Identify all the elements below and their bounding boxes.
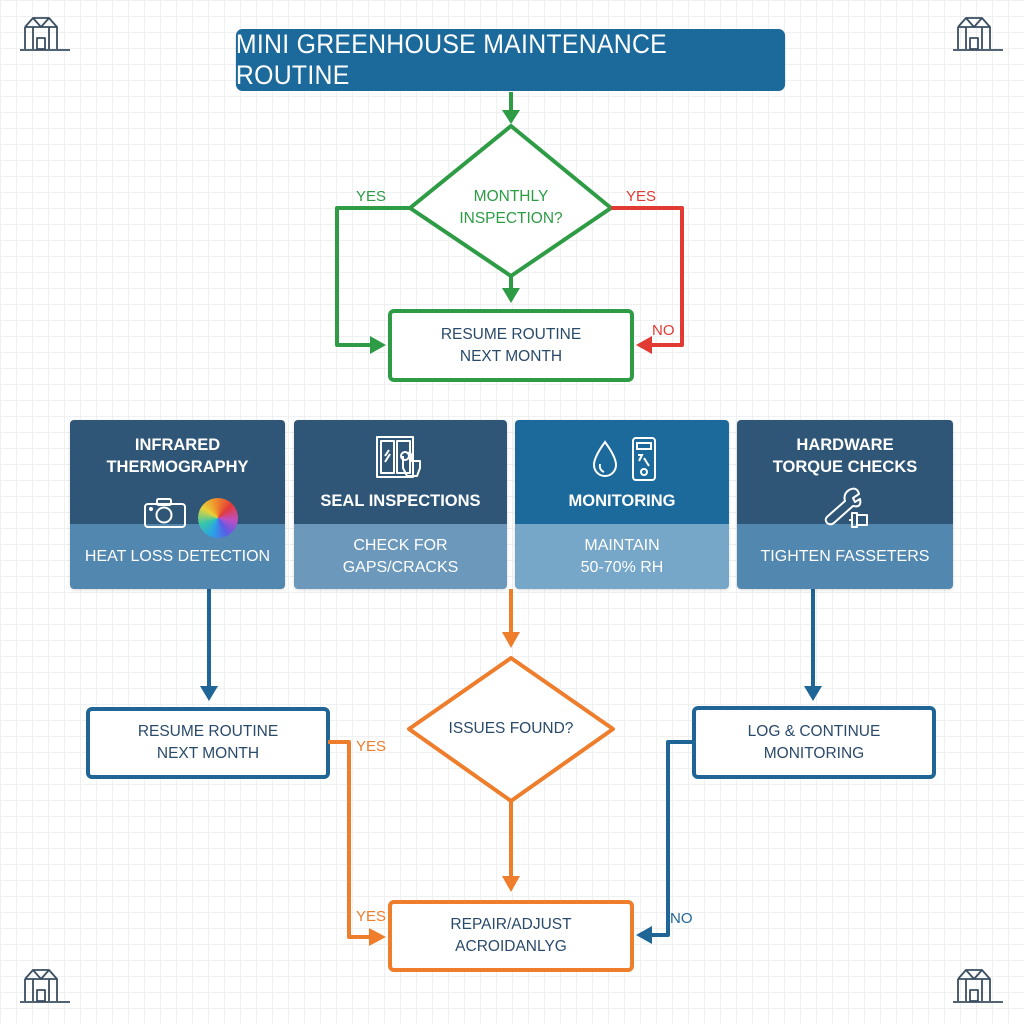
card-title: INFRARED THERMOGRAPHY: [106, 436, 249, 476]
arrowhead: [636, 336, 652, 354]
arrowhead: [370, 336, 386, 354]
page-title: MINI GREENHOUSE MAINTENANCE ROUTINE: [235, 29, 786, 91]
arrow-log-no-to-repair: [650, 740, 694, 937]
yes-label-right: YES: [626, 188, 657, 205]
card-detail: CHECK FOR GAPS/CRACKS: [294, 524, 507, 589]
card-seal-inspections[interactable]: CHECK FOR GAPS/CRACKS SEAL INSPECTIONS: [294, 420, 507, 589]
card-detail: MAINTAIN 50-70% RH: [515, 524, 729, 589]
no-label-right: NO: [652, 322, 675, 339]
greenhouse-icon: [20, 17, 70, 51]
card-infrared-thermography[interactable]: HEAT LOSS DETECTION INFRARED THERMOGRAPH…: [70, 420, 285, 589]
arrowhead: [369, 928, 386, 946]
yes-label-left: YES: [356, 188, 387, 205]
arrowhead: [200, 686, 218, 701]
yes-label-lower: YES: [356, 908, 387, 925]
greenhouse-icon: [20, 969, 70, 1003]
card-monitoring[interactable]: MAINTAIN 50-70% RH MONITORING: [515, 420, 729, 589]
window-touch-icon: [376, 436, 421, 478]
log-continue-text: LOG & CONTINUE MONITORING: [747, 722, 881, 762]
repair-adjust-text: REPAIR/ADJUST ACROIDANLYG: [450, 916, 572, 955]
monthly-inspection-label: MONTHLY INSPECTION?: [459, 188, 563, 227]
greenhouse-icon: [953, 17, 1003, 51]
card-title: SEAL INSPECTIONS: [320, 492, 481, 510]
wrench-bolt-icon: [824, 487, 868, 528]
arrowhead: [636, 926, 652, 944]
arrowhead: [804, 686, 822, 701]
card-detail: HEAT LOSS DETECTION: [70, 524, 285, 589]
greenhouse-icon: [953, 969, 1003, 1003]
resume-routine-top-text: RESUME ROUTINE NEXT MONTH: [440, 325, 582, 365]
card-hardware-torque-checks[interactable]: TIGHTEN FASSETERS HARDWARE TORQUE CHECKS: [737, 420, 953, 589]
title-text: MINI GREENHOUSE MAINTENANCE ROUTINE: [235, 29, 668, 90]
no-label-bottom: NO: [670, 910, 693, 927]
card-detail: TIGHTEN FASSETERS: [737, 524, 953, 589]
water-drop-icon: [592, 440, 618, 477]
issues-found-label: ISSUES FOUND?: [448, 720, 574, 737]
color-wheel-icon: [198, 498, 238, 538]
camera-icon: [144, 498, 186, 528]
resume-routine-bottom-text: RESUME ROUTINE NEXT MONTH: [137, 723, 279, 762]
card-title: MONITORING: [568, 492, 676, 510]
yes-label-upper: YES: [356, 738, 387, 755]
arrowhead: [502, 876, 520, 892]
arrowhead: [502, 632, 520, 648]
hygrometer-icon: [632, 437, 656, 481]
arrowhead: [502, 288, 520, 303]
card-title: HARDWARE TORQUE CHECKS: [772, 436, 918, 476]
arrowhead: [502, 110, 520, 124]
